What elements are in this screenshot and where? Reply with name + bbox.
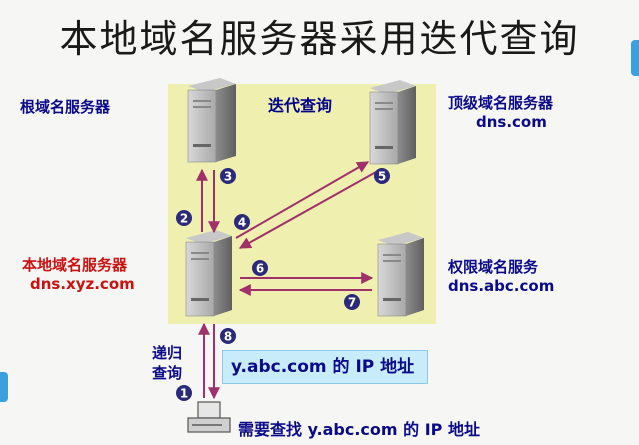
- root-server-icon: [187, 78, 236, 163]
- svg-text:2: 2: [180, 212, 188, 226]
- tld-server-icon: [369, 80, 416, 165]
- svg-text:7: 7: [348, 296, 356, 310]
- tld-server-label: 顶级域名服务器: [448, 94, 554, 112]
- step-badge-2: 2: [176, 210, 192, 226]
- diagram-title: 本地域名服务器采用迭代查询: [59, 17, 580, 61]
- auth-server-host: dns.abc.com: [448, 277, 555, 295]
- svg-text:8: 8: [224, 330, 232, 344]
- svg-text:6: 6: [256, 262, 264, 276]
- step-badge-5: 5: [374, 168, 390, 184]
- local-server-icon: [185, 230, 232, 317]
- step-badge-6: 6: [252, 260, 268, 276]
- tld-server-host: dns.com: [476, 113, 547, 131]
- arrow-step-5: [238, 171, 377, 249]
- auth-server-label: 权限域名服务: [448, 258, 539, 276]
- step-badge-1: 1: [176, 385, 192, 401]
- auth-server-icon: [377, 232, 424, 317]
- arrow-step-4: [235, 161, 370, 239]
- local-server-label: 本地域名服务器: [22, 256, 128, 274]
- step-badge-3: 3: [220, 168, 236, 184]
- root-server-label: 根域名服务器: [20, 98, 111, 116]
- client-query-label: 需要查找 y.abc.com 的 IP 地址: [238, 420, 480, 439]
- edge-tab-top: [631, 40, 639, 76]
- step-badge-7: 7: [344, 294, 360, 310]
- local-server-host: dns.xyz.com: [30, 275, 135, 293]
- step-badge-8: 8: [220, 328, 236, 344]
- svg-text:4: 4: [238, 216, 246, 230]
- client-pc-icon: [187, 401, 231, 433]
- recursive-query-label-line1: 递归: [152, 344, 183, 362]
- ip-address-result-box: y.abc.com 的 IP 地址: [222, 350, 428, 384]
- svg-text:3: 3: [224, 170, 232, 184]
- recursive-query-label-line2: 查询: [152, 364, 183, 382]
- svg-text:1: 1: [180, 387, 188, 401]
- step-badge-4: 4: [234, 214, 250, 230]
- edge-tab-left: [0, 372, 8, 402]
- iterative-query-label: 迭代查询: [268, 96, 333, 115]
- svg-text:5: 5: [378, 170, 386, 184]
